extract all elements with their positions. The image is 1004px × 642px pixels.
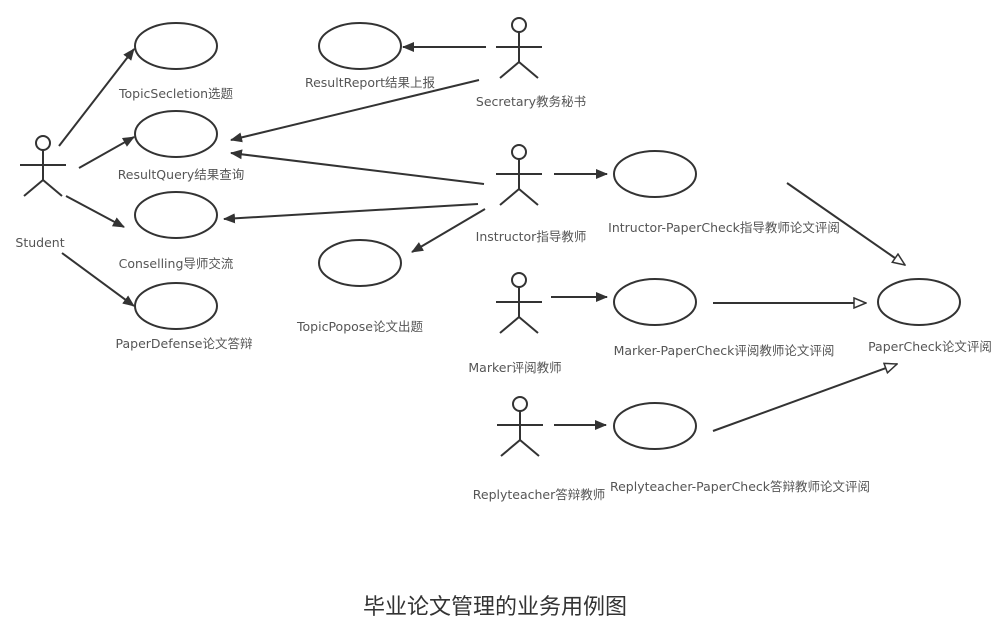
edge-student-paper-defense [61,252,135,307]
diagram-caption: 毕业论文管理的业务用例图 [363,595,627,620]
actor-head [35,135,51,151]
usecase-instructor-papercheck[interactable] [613,150,697,198]
usecase-result-report[interactable] [318,22,402,70]
usecase-conselling[interactable] [134,191,218,239]
actor-student-label: Student [15,235,64,250]
edge-student-topic-selection [58,48,135,147]
edge-student-result-query [78,136,135,169]
edge-secretary-result-query [230,79,480,143]
usecase-topic-popose[interactable] [318,239,402,287]
usecase-instructor-papercheck-label: Intructor-PaperCheck指导教师论文评阅 [608,220,840,235]
usecase-replyteacher-papercheck[interactable] [613,402,697,450]
edge-instructor-topic-popose [411,208,486,253]
actor-marker [496,272,542,334]
actor-replyteacher-label: Replyteacher答辩教师 [473,487,606,502]
edge-replyteacher-papercheck-generalization [712,364,897,432]
usecase-topic-popose-label: TopicPopose论文出题 [296,319,423,334]
usecase-marker-papercheck[interactable] [613,278,697,326]
usecase-marker-papercheck-label: Marker-PaperCheck评阅教师论文评阅 [614,343,835,358]
actor-student [20,135,66,197]
usecase-result-query-label: ResultQuery结果查询 [118,167,245,182]
edge-instructor-papercheck-generalization [786,182,905,265]
usecase-topic-selection-label: TopicSecletion选题 [118,86,234,101]
usecase-replyteacher-papercheck-label: Replyteacher-PaperCheck答辩教师论文评阅 [610,479,870,494]
usecase-paper-defense-label: PaperDefense论文答辩 [116,336,253,351]
actor-secretary-label: Secretary教务秘书 [476,94,586,109]
edge-instructor-conselling [223,203,479,224]
actor-secretary [496,17,542,79]
actor-marker-label: Marker评阅教师 [468,360,561,375]
edge-student-conselling [65,195,125,228]
usecase-result-report-label: ResultReport结果上报 [305,75,436,90]
actor-replyteacher [497,396,543,457]
actor-instructor [496,144,542,206]
actor-instructor-label: Instructor指导教师 [476,229,587,244]
usecase-topic-selection[interactable] [134,22,218,70]
edge-instructor-result-query [230,149,485,185]
usecase-result-query[interactable] [134,110,218,158]
usecase-conselling-label: Conselling导师交流 [119,256,234,271]
usecase-paper-defense[interactable] [134,282,218,330]
usecase-papercheck[interactable] [877,278,961,326]
usecase-papercheck-label: PaperCheck论文评阅 [868,339,992,354]
